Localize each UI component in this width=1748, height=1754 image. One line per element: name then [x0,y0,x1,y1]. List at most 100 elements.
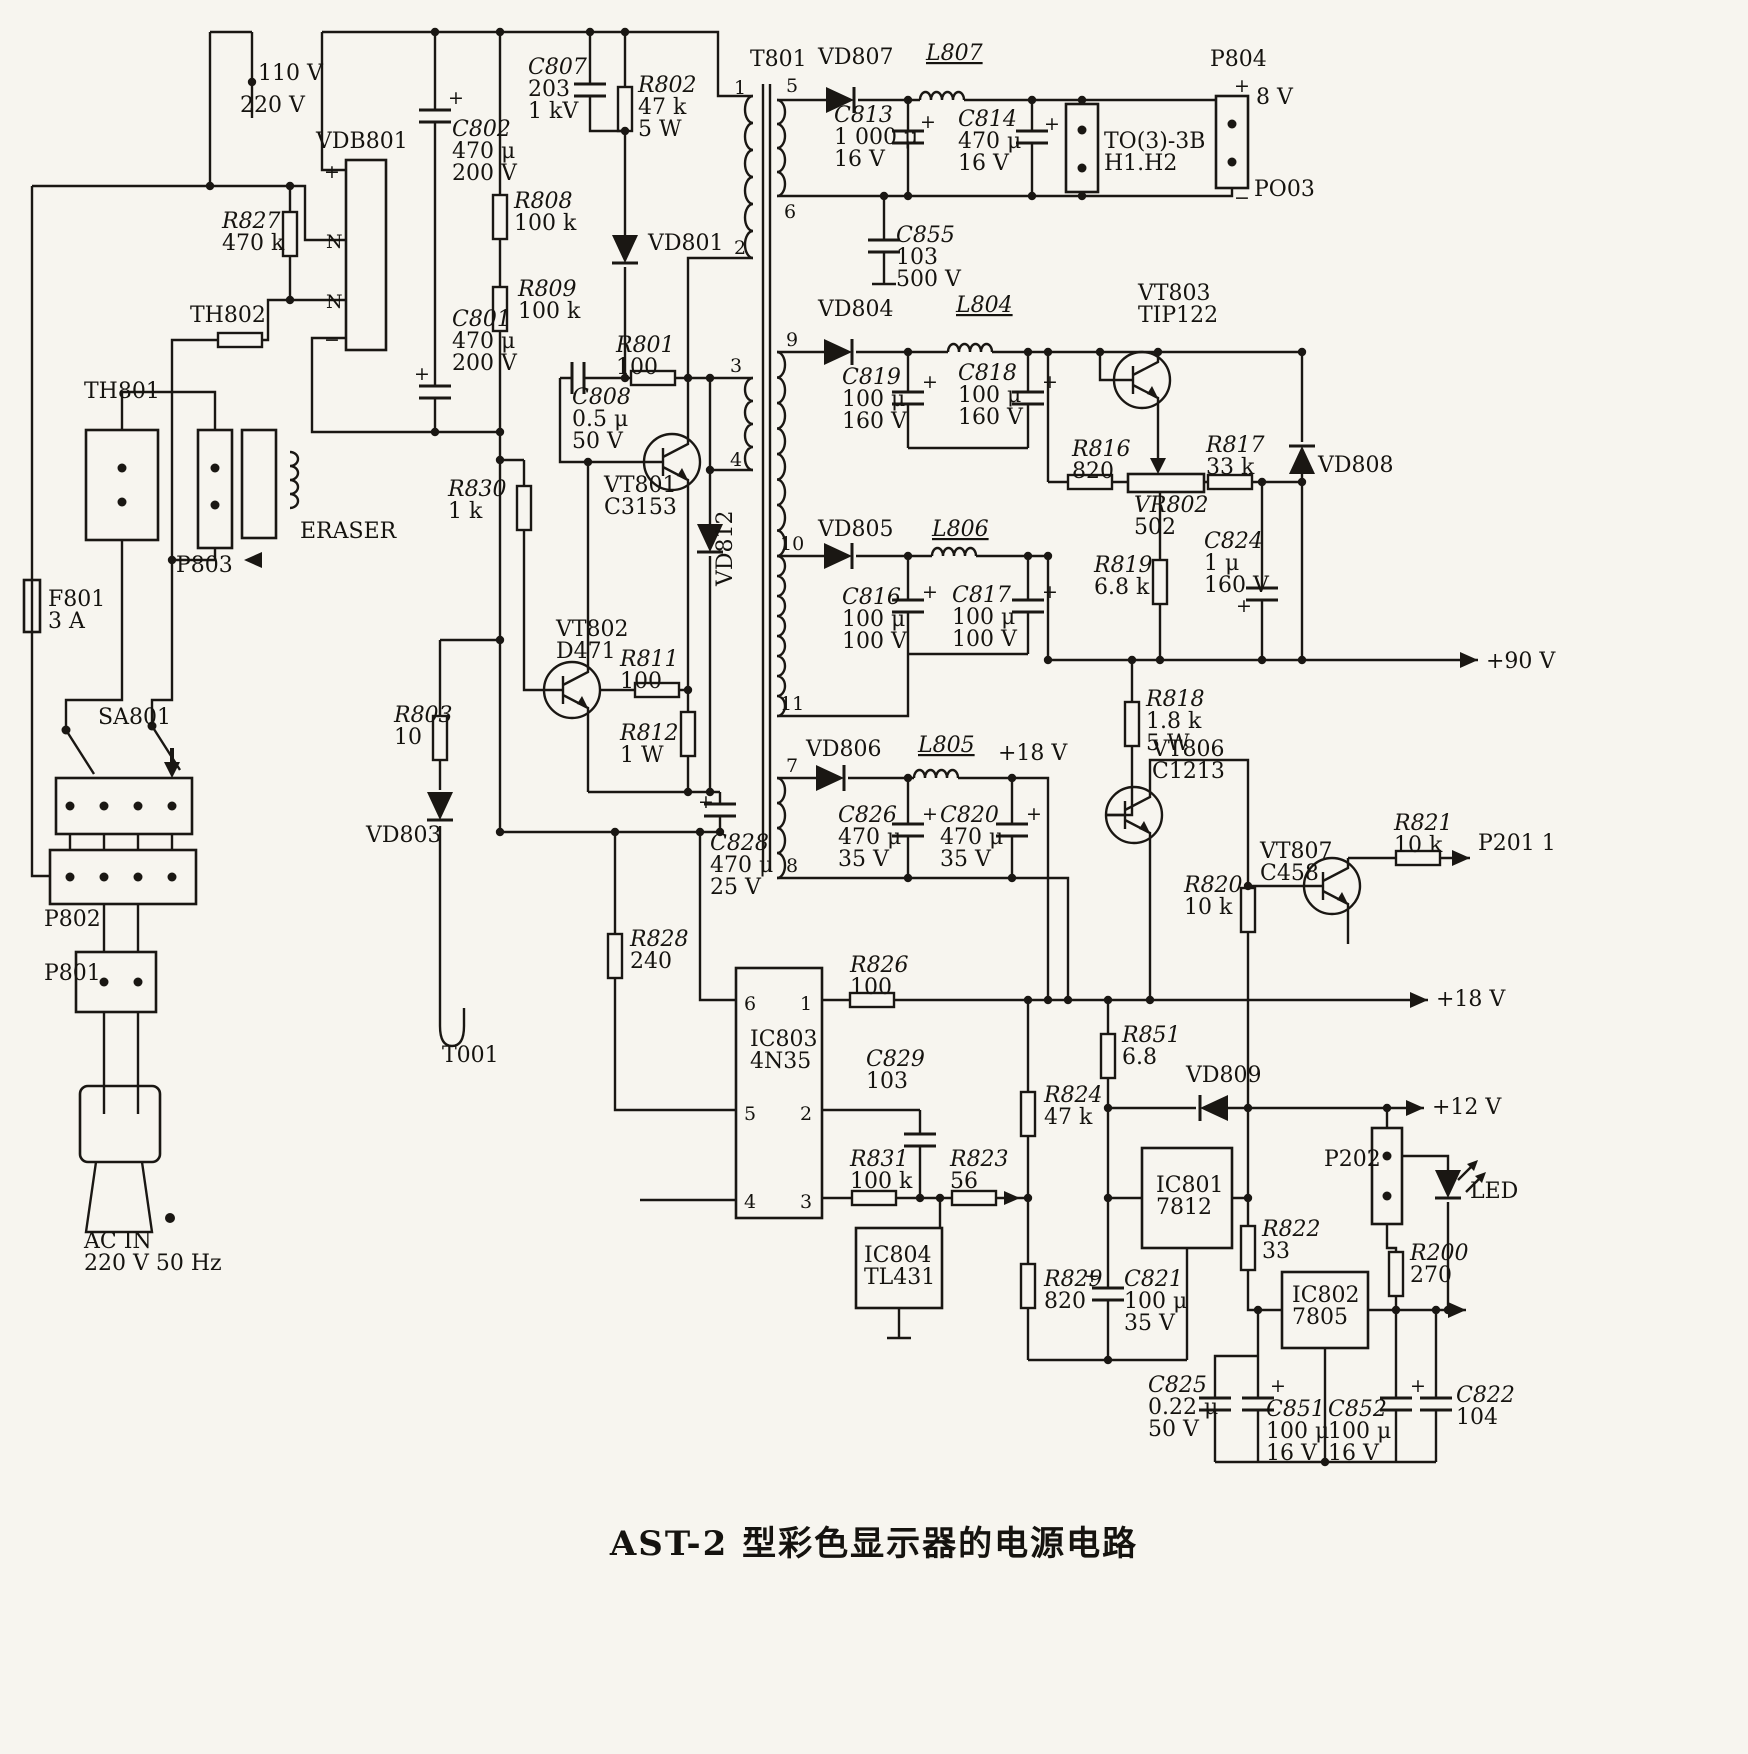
ic802-box [1280,1270,1370,1350]
label-vd806: VD806 [805,737,882,762]
label-t801: T801 [750,47,807,72]
pin-label-t801-pin6: 6 [784,201,796,223]
pin-label-p804-plus: + [1234,75,1250,97]
label-vd803: VD803 [365,823,442,848]
junction-dots [167,27,1453,1467]
pin-label-ic803-pin4: 4 [744,1191,756,1213]
label-l804: L804 [955,293,1013,318]
pin-label-t801-pin10: 10 [780,533,804,555]
arrow-led-ray1 [1467,1160,1478,1171]
polarity-plus-mark: + [922,371,938,393]
p803-box [196,428,234,550]
c829-capacitor-symbol [902,1132,938,1148]
vd801-diode-symbol [610,233,640,265]
c822-capacitor-symbol [1418,1396,1454,1412]
polarity-plus-mark: + [922,581,938,603]
l806-inductor-symbol [930,546,978,558]
flow-arrows [164,458,1486,1318]
vd803-diode-symbol [425,790,455,822]
label-th801: TH801 [84,379,160,404]
c807-capacitor-symbol [572,82,608,98]
label-sa801: SA801 [98,705,171,730]
polarity-plus-mark: + [1084,1265,1100,1287]
r818-resistor-symbol [1123,700,1141,748]
vd806-diode-symbol [814,763,846,793]
label-vd804: VD804 [817,297,894,322]
label-p202: P202 [1324,1147,1381,1172]
p804-box [1214,94,1250,190]
r822-resistor-symbol [1239,1224,1257,1272]
pin-label-t801-pin5: 5 [786,75,798,97]
polarity-plus-mark: + [448,87,464,109]
polarity-plus-mark: + [1042,371,1058,393]
polarity-plus-mark: + [1026,803,1042,825]
polarity-plus-mark: + [1236,595,1252,617]
label-90v: +90 V [1486,649,1556,674]
label-l807: L807 [925,41,983,66]
to3-3b-box [1064,102,1100,194]
f801-fuse-box [22,578,42,634]
l804-inductor-symbol [946,342,994,354]
pin-label-t801-pin3: 3 [730,355,742,377]
r828-resistor-symbol [606,932,624,980]
r830-resistor-symbol [515,484,533,532]
arrow-18v-rail [1410,992,1428,1008]
component-boxes [22,94,1404,1350]
r829-resistor-symbol [1019,1262,1037,1310]
r819-resistor-symbol [1151,558,1169,606]
connector-terminal-dots [61,119,1392,1223]
pin-label-ic803-pin5: 5 [744,1103,756,1125]
th801-box [84,428,160,542]
pin-label-ic803-pin6: 6 [744,993,756,1015]
r200-resistor-symbol [1387,1250,1405,1298]
label-po03: PO03 [1254,177,1315,202]
pin-label-ic803-pin1: 1 [800,993,812,1015]
polarity-plus-mark: + [1410,1375,1426,1397]
p202-box [1370,1126,1404,1226]
vt806-transistor-symbol [1104,785,1164,845]
pin-label-vdb801-n1: N [326,231,343,253]
arrow-sa801 [164,762,180,778]
label-vdb801: VDB801 [315,129,408,154]
pin-label-vdb801-plus: + [324,161,340,183]
l807-inductor-symbol [918,90,966,102]
c801-capacitor-symbol [417,384,453,400]
label-p802: P802 [44,907,101,932]
led-diode-symbol [1433,1168,1463,1200]
wires-primary-section [433,32,772,1202]
arrow-sa801-stem [170,748,174,762]
r808-resistor-symbol [491,193,509,241]
